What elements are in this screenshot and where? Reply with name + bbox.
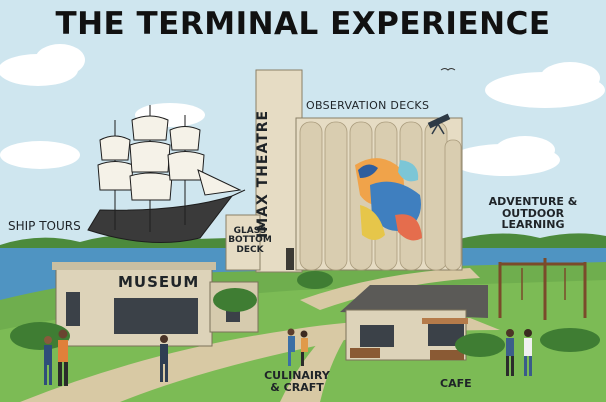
imax-theatre-label: IMAX THEATRE [255,109,271,238]
clouds [0,44,605,176]
page-title: THE TERMINAL EXPERIENCE [55,6,551,42]
silo-mural [355,158,422,241]
path-branch [280,330,350,402]
glass-bottom-deck-label: GLASS BOTTOM DECK [228,226,272,255]
ship-tours-label: SHIP TOURS [8,219,81,233]
bushes [10,271,600,357]
path-main [20,318,500,402]
telescope-icon [427,113,451,135]
museum-label: MUSEUM [118,273,200,291]
observation-decks-label: OBSERVATION DECKS [306,99,430,112]
people [44,328,532,386]
tree-line-right [455,233,606,252]
bird-icon [440,68,456,71]
adventure-outdoor-label: ADVENTURE & OUTDOOR LEARNING [488,195,578,232]
sailing-ship [87,105,246,243]
culinary-craft-label: CULINAIRY & CRAFT [264,369,330,394]
adventure-frame [498,258,587,320]
cafe-label: CAFE [440,377,472,390]
